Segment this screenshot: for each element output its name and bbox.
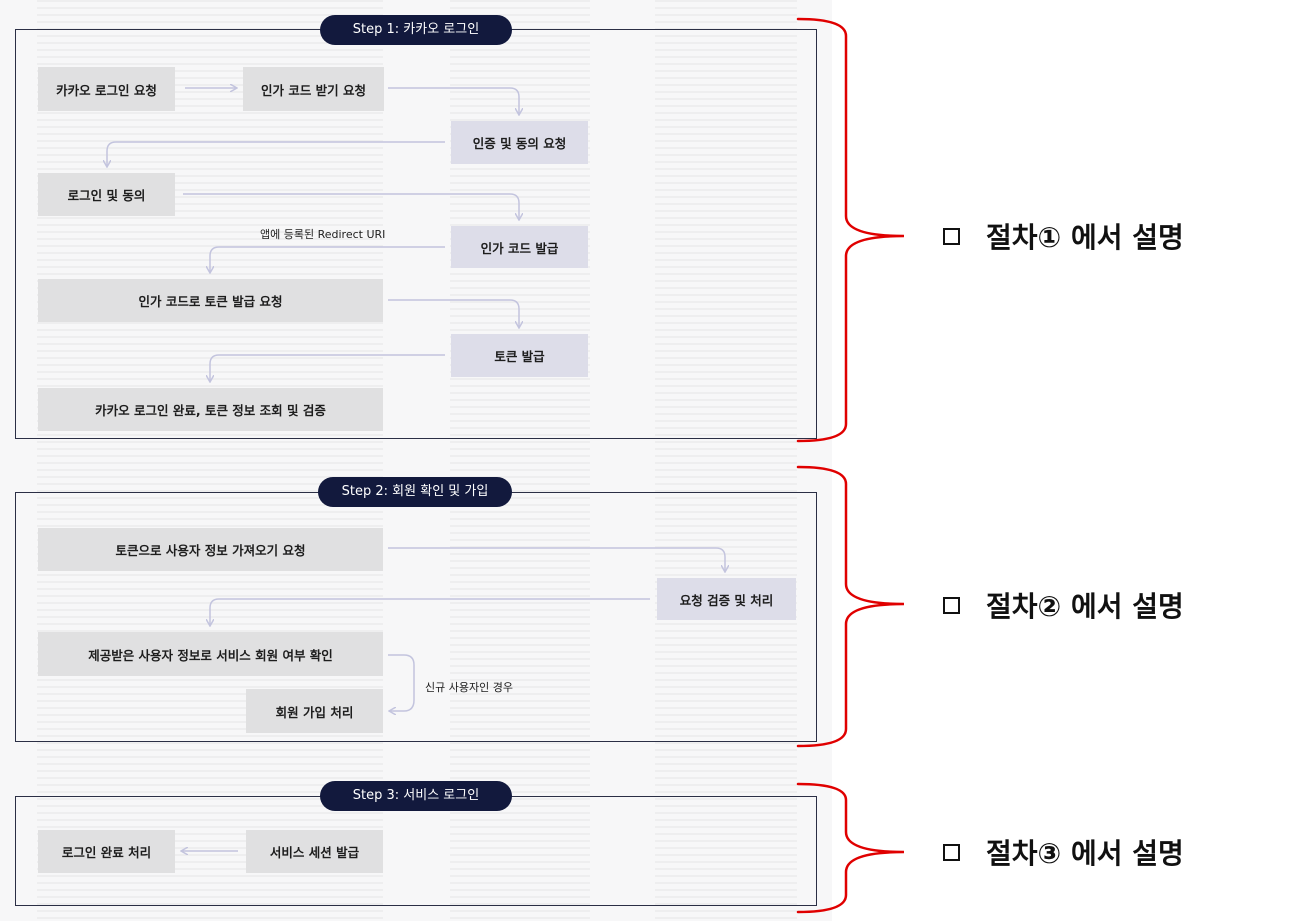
arrow-login-to-issue <box>183 193 519 219</box>
annotation-step1-text: 절차① 에서 설명 <box>986 221 1184 254</box>
annotation-step3: 절차③ 에서 설명 <box>943 832 1184 872</box>
arrow-userinfo-to-validation <box>388 547 725 571</box>
new-user-note: 신규 사용자인 경우 <box>425 681 513 694</box>
annotation-step2: 절차② 에서 설명 <box>943 585 1184 625</box>
step1-title: Step 1: 카카오 로그인 <box>320 15 512 45</box>
annotation-step1: 절차① 에서 설명 <box>943 216 1184 256</box>
flow-connectors <box>0 0 832 921</box>
arrow-token-to-complete <box>210 354 445 381</box>
arrow-request-to-token <box>388 299 519 327</box>
arrow-member-to-signup <box>388 654 415 711</box>
step3-title: Step 3: 서비스 로그인 <box>320 781 512 811</box>
annotation-step3-text: 절차③ 에서 설명 <box>986 837 1184 870</box>
box-token-issue: 토큰 발급 <box>451 334 588 377</box>
annotation-step2-text: 절차② 에서 설명 <box>986 590 1184 623</box>
brace-step1 <box>796 17 905 443</box>
arrow-code-to-consent <box>388 87 519 114</box>
diagram-area: Step 1: 카카오 로그인 카카오 로그인 요청 인가 코드 받기 요청 인… <box>0 0 832 921</box>
box-session-issue: 서비스 세션 발급 <box>246 830 383 873</box>
arrow-validation-to-member <box>210 598 650 625</box>
checkbox-square-icon <box>943 843 960 861</box>
box-kakao-login-request: 카카오 로그인 요청 <box>38 67 175 111</box>
brace-step3 <box>796 782 905 914</box>
box-auth-consent-request: 인증 및 동의 요청 <box>451 121 588 164</box>
box-auth-code-issue: 인가 코드 발급 <box>451 226 588 268</box>
brace-step2 <box>796 465 905 748</box>
box-signup: 회원 가입 처리 <box>246 689 383 733</box>
box-request-validation: 요청 검증 및 처리 <box>657 578 796 620</box>
box-member-check: 제공받은 사용자 정보로 서비스 회원 여부 확인 <box>38 632 383 676</box>
box-login-done: 로그인 완료 처리 <box>38 830 175 873</box>
box-login-complete: 카카오 로그인 완료, 토큰 정보 조회 및 검증 <box>38 388 383 431</box>
checkbox-square-icon <box>943 596 960 614</box>
lane-client <box>37 0 383 921</box>
box-token-issue-request: 인가 코드로 토큰 발급 요청 <box>38 279 383 322</box>
checkbox-square-icon <box>943 227 960 245</box>
arrow-issue-to-token-request <box>210 246 445 272</box>
step2-title: Step 2: 회원 확인 및 가입 <box>318 477 512 507</box>
box-login-consent: 로그인 및 동의 <box>38 173 175 216</box>
redirect-uri-note: 앱에 등록된 Redirect URI <box>260 228 386 241</box>
box-auth-code-request: 인가 코드 받기 요청 <box>243 67 384 111</box>
lane-kakao-api <box>655 0 797 921</box>
box-user-info-request: 토큰으로 사용자 정보 가져오기 요청 <box>38 528 383 571</box>
arrow-consent-to-login <box>107 141 445 166</box>
